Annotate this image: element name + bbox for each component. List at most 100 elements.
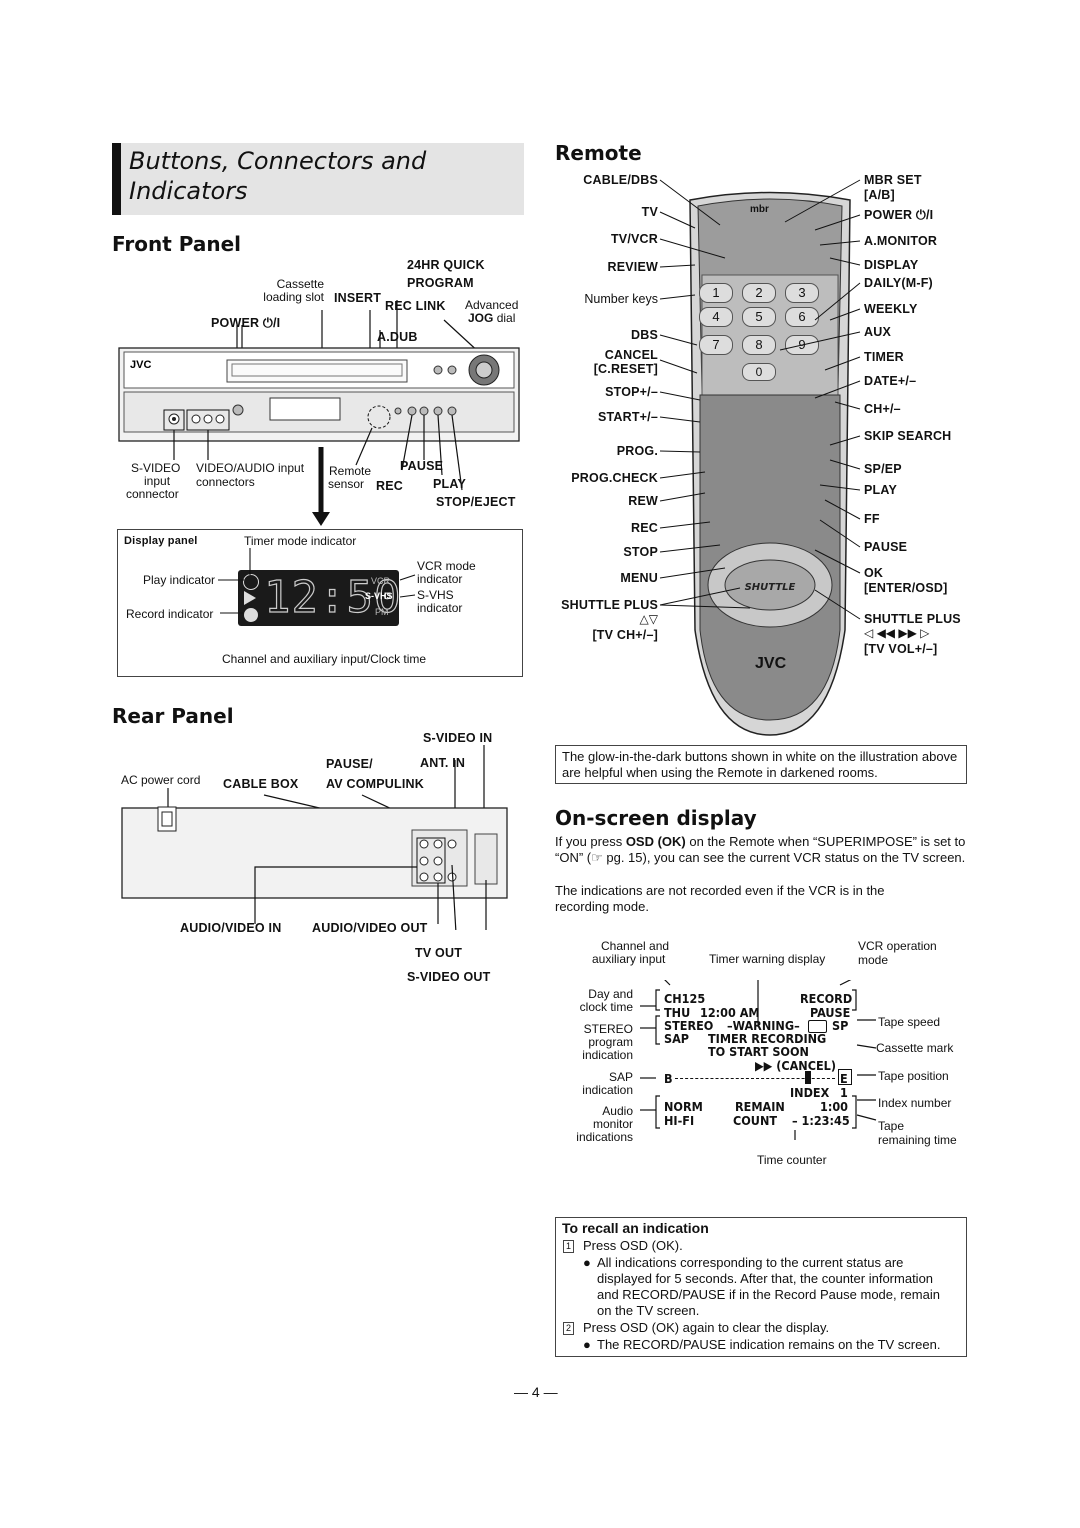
label-loading-slot: loading slot bbox=[263, 290, 324, 304]
label-svhs-indicator: indicator bbox=[417, 601, 463, 615]
record-indicator-icon bbox=[244, 608, 258, 622]
remote-label-tv-vol: [TV VOL+/–] bbox=[864, 642, 938, 656]
label-pause-slash: PAUSE/ bbox=[326, 757, 373, 771]
label-vcr-mode-indicator: indicator bbox=[417, 572, 463, 586]
osd-ch: CH125 bbox=[664, 991, 706, 1006]
remote-label-ab: [A/B] bbox=[864, 188, 895, 202]
osd-warning: –WARNING– bbox=[727, 1018, 800, 1033]
label-sensor: sensor bbox=[328, 477, 365, 491]
label-advanced: Advanced bbox=[465, 298, 519, 312]
osd-label-vcr-op: VCR operation bbox=[858, 939, 937, 953]
label-cassette: Cassette bbox=[276, 277, 324, 291]
osd-remain: REMAIN bbox=[735, 1099, 785, 1114]
osd-label-stereo: STEREO bbox=[583, 1022, 633, 1036]
remote-label-menu: MENU bbox=[620, 571, 658, 585]
label-pause: PAUSE bbox=[400, 459, 444, 473]
key-2[interactable]: 2 bbox=[742, 283, 776, 303]
remote-label-aux: AUX bbox=[864, 325, 891, 339]
osd-norm: NORM bbox=[664, 1099, 703, 1114]
key-3[interactable]: 3 bbox=[785, 283, 819, 303]
remote-label-review: REVIEW bbox=[607, 260, 658, 274]
play-indicator-icon bbox=[244, 591, 256, 605]
remote-label-prog-check: PROG.CHECK bbox=[571, 471, 658, 485]
osd-start-soon: TO START SOON bbox=[708, 1044, 809, 1059]
remote-label-ok: OK bbox=[864, 566, 884, 580]
remote-label-play: PLAY bbox=[864, 483, 897, 497]
key-5[interactable]: 5 bbox=[742, 307, 776, 327]
recall-step-2-bullet: ● bbox=[583, 1337, 591, 1352]
osd-index-number: 1 bbox=[840, 1085, 848, 1100]
remote-label-power: POWER ⏻/I bbox=[864, 208, 934, 222]
vcr-rear-illustration bbox=[121, 745, 508, 930]
step-1-badge: 1 bbox=[563, 1240, 574, 1253]
osd-thu: THU bbox=[664, 1005, 691, 1020]
remote-label-timer: TIMER bbox=[864, 350, 904, 364]
osd-label-aux-input: auxiliary input bbox=[592, 952, 666, 966]
remote-label-shuttle-plus-r: SHUTTLE PLUS bbox=[864, 612, 961, 626]
label-svideo-in: S-VIDEO IN bbox=[423, 731, 493, 745]
label-av-input: VIDEO/AUDIO input bbox=[196, 461, 305, 475]
clock-digits: 12:50 bbox=[263, 572, 402, 623]
remote-label-sp-ep: SP/EP bbox=[864, 462, 902, 476]
display-panel-box bbox=[117, 529, 523, 677]
recall-step-1-note: All indications corresponding to the cur… bbox=[597, 1255, 940, 1318]
remote-label-rew: REW bbox=[628, 494, 658, 508]
key-7[interactable]: 7 bbox=[699, 335, 733, 355]
front-panel-heading: Front Panel bbox=[112, 232, 242, 256]
remote-label-tv-ch: [TV CH+/–] bbox=[592, 628, 658, 642]
label-cable-box: CABLE BOX bbox=[223, 777, 299, 791]
remote-label-updown: △▽ bbox=[639, 612, 658, 626]
svhs-badge: S-VHS bbox=[365, 591, 393, 601]
remote-label-tv: TV bbox=[641, 205, 658, 219]
osd-label-remaining: remaining time bbox=[878, 1133, 957, 1147]
label-program: PROGRAM bbox=[407, 276, 474, 290]
remote-label-arrows: ◁ ◀◀ ▶▶ ▷ bbox=[864, 626, 930, 640]
osd-timer-recording: TIMER RECORDING bbox=[708, 1031, 827, 1046]
osd-label-program: program bbox=[588, 1035, 633, 1049]
label-record-indicator: Record indicator bbox=[126, 607, 214, 621]
label-play: PLAY bbox=[433, 477, 466, 491]
osd-label-sap-indication: indication bbox=[582, 1083, 633, 1097]
osd-label-monitor: monitor bbox=[592, 1117, 633, 1131]
recall-title: To recall an indication bbox=[562, 1220, 709, 1236]
pm-badge: PM bbox=[375, 607, 389, 617]
recall-box bbox=[555, 1217, 967, 1357]
key-1[interactable]: 1 bbox=[699, 283, 733, 303]
osd-label-index: Index number bbox=[878, 1096, 952, 1110]
label-svideo-connector: connector bbox=[126, 487, 179, 501]
remote-label-dbs: DBS bbox=[631, 328, 658, 342]
remote-label-c-reset: [C.RESET] bbox=[593, 362, 658, 376]
remote-label-cancel: CANCEL bbox=[604, 348, 658, 362]
remote-label-a-monitor: A.MONITOR bbox=[864, 234, 938, 248]
osd-label-clock: clock time bbox=[579, 1000, 633, 1014]
osd-label-mode: mode bbox=[858, 953, 889, 967]
remote-leader-lines bbox=[659, 179, 861, 620]
osd-pause: PAUSE bbox=[810, 1005, 851, 1020]
osd-label-timer-warning: Timer warning display bbox=[709, 952, 826, 966]
osd-label-day: Day and bbox=[588, 987, 633, 1001]
osd-record: RECORD bbox=[800, 991, 853, 1006]
label-av-out: AUDIO/VIDEO OUT bbox=[312, 921, 428, 935]
key-4[interactable]: 4 bbox=[699, 307, 733, 327]
remote-label-ff: FF bbox=[864, 512, 880, 526]
section-title-block: Buttons, Connectors and Indicators bbox=[112, 143, 524, 215]
remote-label-ch: CH+/– bbox=[864, 402, 901, 416]
osd-label-sap: SAP bbox=[608, 1070, 633, 1084]
osd-count-value: – 1:23:45 bbox=[792, 1113, 850, 1128]
key-8[interactable]: 8 bbox=[742, 335, 776, 355]
rear-panel-heading: Rear Panel bbox=[112, 704, 234, 728]
remote-label-start-pm: START+/– bbox=[597, 410, 658, 424]
vcr-display: 12:50 VCR S-VHS PM bbox=[238, 570, 402, 626]
remote-label-cable-dbs: CABLE/DBS bbox=[583, 173, 658, 187]
label-insert: INSERT bbox=[334, 291, 382, 305]
label-play-indicator: Play indicator bbox=[143, 573, 216, 587]
remote-keypad: 1 2 3 4 5 6 7 8 9 0 bbox=[695, 283, 825, 383]
key-0[interactable]: 0 bbox=[742, 363, 776, 381]
remote-label-tv-vcr: TV/VCR bbox=[610, 232, 658, 246]
recall-step-2: Press OSD (OK) again to clear the displa… bbox=[583, 1320, 830, 1335]
remote-label-date: DATE+/– bbox=[864, 374, 917, 388]
label-vcr-mode: VCR mode bbox=[417, 559, 476, 573]
label-av-connectors: connectors bbox=[196, 475, 255, 489]
osd-cancel: ▶▶ (CANCEL) bbox=[755, 1058, 836, 1073]
remote-label-mbr-set: MBR SET bbox=[864, 173, 922, 187]
